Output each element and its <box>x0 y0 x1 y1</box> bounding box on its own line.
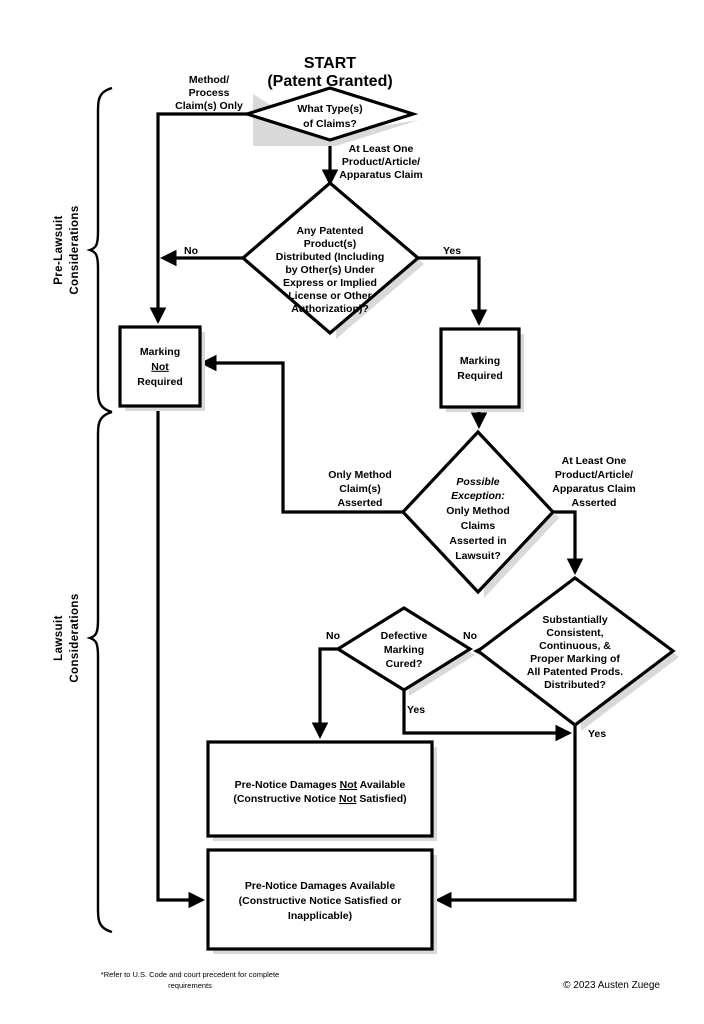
edge-label-at-least-one-product-line3: Apparatus Claim <box>339 169 422 181</box>
node-marking-not-required[interactable]: Marking Not Required <box>118 325 205 411</box>
node-products-distributed-line1: Any Patented <box>296 225 363 237</box>
node-marking-not-required-line3: Required <box>137 376 183 388</box>
bracket-pre-lawsuit-label-line1: Pre-Lawsuit <box>53 215 65 285</box>
damages-not-available-line1-underline: Not <box>340 779 358 791</box>
node-damages-available-line3: Inapplicable) <box>288 910 352 922</box>
node-proper-marking-line3: Continuous, & <box>539 640 611 652</box>
node-proper-marking-line1: Substantially <box>542 614 608 626</box>
edge-distributed-yes-to-marking-required <box>418 256 488 326</box>
edge-label-proper-marking-yes: Yes <box>588 728 606 740</box>
edge-method-only-to-marking-not-required <box>149 112 247 324</box>
damages-not-available-line2-pre: (Constructive Notice <box>233 793 339 805</box>
node-claim-type[interactable]: What Type(s) of Claims? <box>241 86 419 146</box>
edge-label-distributed-no: No <box>184 245 198 257</box>
node-possible-exception-line3: Asserted in <box>449 535 506 547</box>
node-possible-exception-line4: Lawsuit? <box>455 550 501 562</box>
node-proper-marking-line6: Distributed? <box>544 679 606 691</box>
node-defective-cured-line2: Marking <box>384 644 424 656</box>
damages-not-available-line2-post: Satisfied) <box>356 793 406 805</box>
node-proper-marking-line2: Consistent, <box>546 627 603 639</box>
edge-proper-marking-yes-to-damages-available <box>435 725 577 909</box>
node-defective-cured-line3: Cured? <box>386 658 423 670</box>
node-products-distributed-line2: Product(s) <box>304 238 357 250</box>
node-marking-not-required-line1: Marking <box>140 346 180 358</box>
edge-label-product-asserted-line3: Apparatus Claim <box>552 483 635 495</box>
bracket-lawsuit-label-line2: Considerations <box>69 593 81 682</box>
edge-product-asserted-to-proper-marking <box>553 510 584 575</box>
node-marking-required-line2: Required <box>457 370 503 382</box>
node-damages-not-available-line1: Pre-Notice Damages Not Available <box>235 779 406 791</box>
node-possible-exception-line2: Claims <box>461 520 496 532</box>
edge-label-only-method-asserted-line1: Only Method <box>328 469 392 481</box>
footer-copyright: © 2023 Austen Zuege <box>563 980 660 991</box>
node-damages-available-line1: Pre-Notice Damages Available <box>245 880 396 892</box>
edge-label-method-only-line3: Claim(s) Only <box>175 100 243 112</box>
bracket-pre-lawsuit-label-line2: Considerations <box>69 205 81 294</box>
edge-cured-yes-to-damages-available <box>402 690 572 742</box>
bracket-lawsuit-label-line1: Lawsuit <box>53 615 65 661</box>
node-products-distributed[interactable]: Any Patented Product(s) Distributed (Inc… <box>240 180 424 339</box>
node-damages-available-line2: (Constructive Notice Satisfied or <box>239 895 402 907</box>
edge-label-distributed-yes: Yes <box>443 245 461 257</box>
edge-label-method-only: Method/ Process Claim(s) Only <box>175 74 243 112</box>
edge-label-method-only-line2: Process <box>189 87 230 99</box>
damages-not-available-line1-post: Available <box>357 779 405 791</box>
node-proper-marking[interactable]: Substantially Consistent, Continuous, & … <box>475 576 679 731</box>
edge-label-product-asserted-line1: At Least One <box>562 455 627 467</box>
bracket-pre-lawsuit: Pre-Lawsuit Considerations <box>53 86 113 414</box>
edge-label-only-method-asserted-line2: Claim(s) <box>339 483 380 495</box>
edge-label-proper-marking-no: No <box>463 630 477 642</box>
edge-label-only-method-asserted-line3: Asserted <box>338 497 383 509</box>
node-possible-exception-line1: Only Method <box>446 505 510 517</box>
node-possible-exception-italic-line2: Exception: <box>451 490 505 502</box>
node-marking-required[interactable]: Marking Required <box>439 327 524 412</box>
edge-label-at-least-one-product-line2: Product/Article/ <box>342 156 420 168</box>
edge-label-at-least-one-product: At Least One Product/Article/ Apparatus … <box>339 143 422 181</box>
node-defective-cured-line1: Defective <box>381 630 428 642</box>
node-products-distributed-line6: License or Other <box>288 290 371 302</box>
node-proper-marking-line4: Proper Marking of <box>530 653 620 665</box>
node-claim-type-line2: of Claims? <box>303 118 357 130</box>
edge-marking-not-required-to-damages-available <box>156 404 205 909</box>
edge-label-method-only-line1: Method/ <box>189 74 229 86</box>
node-damages-not-available[interactable]: Pre-Notice Damages Not Available (Constr… <box>206 740 437 841</box>
node-damages-available[interactable]: Pre-Notice Damages Available (Constructi… <box>206 848 437 954</box>
node-possible-exception-italic-line1: Possible <box>456 476 499 488</box>
edge-label-cured-no: No <box>326 630 340 642</box>
edge-label-only-method-asserted: Only Method Claim(s) Asserted <box>328 469 392 509</box>
edge-only-method-asserted-to-marking-not-required <box>200 354 403 514</box>
node-products-distributed-line7: Authorization)? <box>291 303 369 315</box>
node-proper-marking-line5: All Patented Prods. <box>527 666 623 678</box>
node-defective-cured[interactable]: Defective Marking Cured? <box>334 606 475 696</box>
node-marking-required-line1: Marking <box>460 355 500 367</box>
edge-cured-no-to-damages-not-available <box>311 647 338 739</box>
damages-not-available-line1-pre: Pre-Notice Damages <box>235 779 340 791</box>
edge-label-at-least-one-product-asserted: At Least One Product/Article/ Apparatus … <box>552 455 635 509</box>
node-products-distributed-line3: Distributed (Including <box>276 251 385 263</box>
edge-label-product-asserted-line4: Asserted <box>572 497 617 509</box>
node-marking-not-required-line2: Not <box>151 361 169 373</box>
footer-note-line2: requirements <box>168 981 212 990</box>
node-claim-type-line1: What Type(s) <box>297 103 362 115</box>
edge-label-cured-yes: Yes <box>407 704 425 716</box>
edge-label-product-asserted-line2: Product/Article/ <box>555 469 633 481</box>
node-products-distributed-line4: by Other(s) Under <box>285 264 374 276</box>
footer-note-line1: *Refer to U.S. Code and court precedent … <box>101 970 279 979</box>
start-title-line2: (Patent Granted) <box>267 73 392 90</box>
start-title-line1: START <box>304 55 356 72</box>
damages-not-available-line2-underline: Not <box>339 793 357 805</box>
node-products-distributed-line5: Express or Implied <box>283 277 377 289</box>
node-possible-exception[interactable]: Possible Exception: Only Method Claims A… <box>400 429 559 598</box>
bracket-lawsuit: Lawsuit Considerations <box>53 410 113 934</box>
edge-label-at-least-one-product-line1: At Least One <box>349 143 414 155</box>
node-damages-not-available-line2: (Constructive Notice Not Satisfied) <box>233 793 406 805</box>
